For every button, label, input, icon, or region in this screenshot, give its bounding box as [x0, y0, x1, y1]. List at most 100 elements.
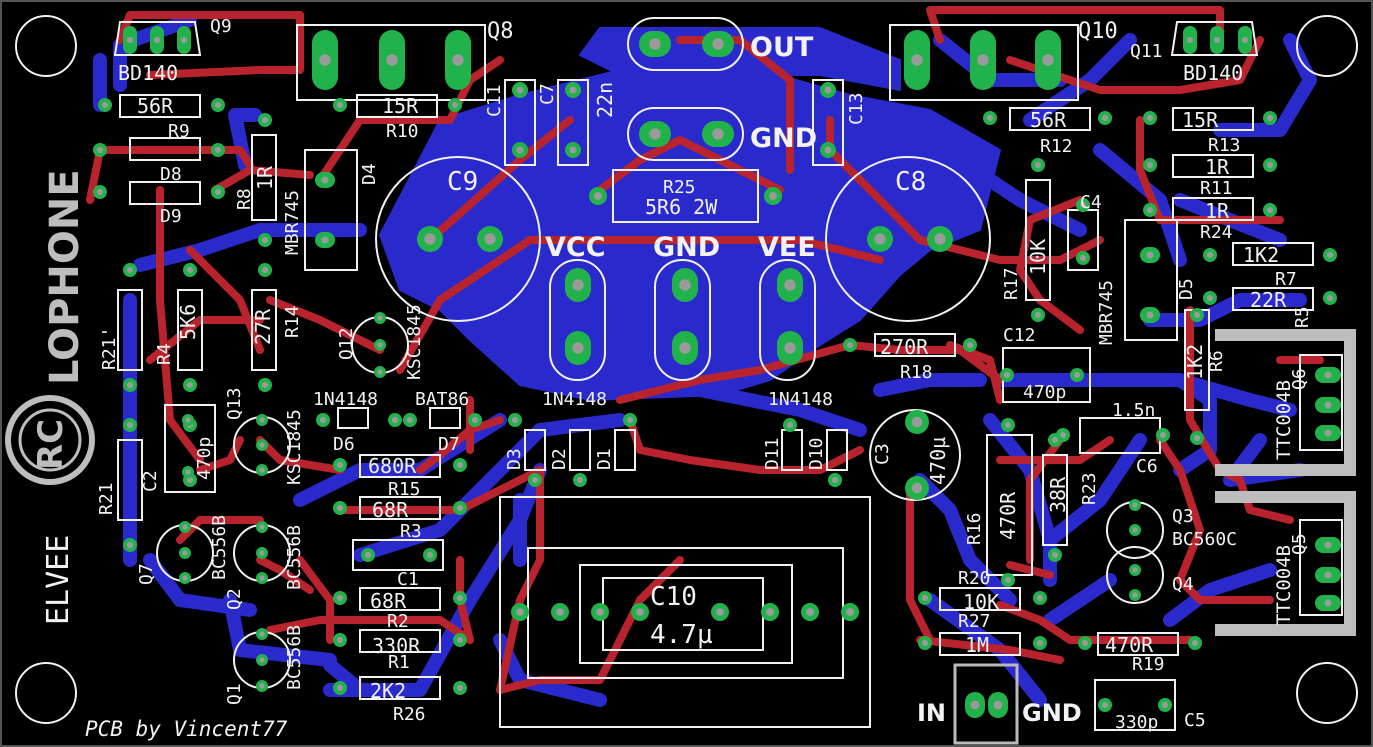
component-ref-label: D11 — [762, 437, 783, 470]
drill-hole — [319, 416, 327, 424]
mounting-holes — [15, 15, 1358, 724]
drill-hole — [1036, 639, 1044, 647]
drill-hole — [572, 342, 584, 354]
component-value-label: BC560C — [1172, 529, 1237, 550]
drill-hole — [1081, 639, 1089, 647]
drill-hole — [391, 416, 399, 424]
drill-hole — [1241, 36, 1249, 44]
component-ref-label: C9 — [447, 167, 478, 197]
drill-hole — [101, 101, 109, 109]
drill-hole — [1146, 311, 1154, 319]
component-value-label: MBR745 — [1096, 280, 1117, 345]
gnd-terminal-label: GND — [750, 123, 817, 154]
component-value-label: 5R6 2W — [645, 195, 718, 219]
drill-hole — [182, 524, 188, 530]
drill-hole — [1324, 371, 1332, 379]
component-ref-label: R20 — [958, 568, 991, 589]
drill-hole — [186, 476, 194, 484]
drill-hole — [569, 146, 577, 154]
drill-hole — [259, 467, 265, 473]
pad-layer — [93, 26, 1341, 718]
drill-hole — [911, 54, 923, 66]
drill-hole — [636, 608, 644, 616]
drill-hole — [1101, 114, 1109, 122]
drill-hole — [1051, 551, 1059, 559]
drill-hole — [679, 279, 691, 291]
component-value-label: 1K2 — [1243, 243, 1279, 267]
component-ref-label: R7 — [1275, 269, 1297, 290]
drill-hole — [1266, 114, 1274, 122]
drill-hole — [1213, 36, 1221, 44]
drill-hole — [649, 38, 661, 50]
component-ref-label: R2 — [387, 611, 409, 632]
drill-hole — [377, 369, 383, 375]
component-ref-label: C10 — [650, 582, 697, 612]
drill-hole — [1036, 594, 1044, 602]
component-value-label: KSC1845 — [404, 304, 425, 380]
drill-hole — [336, 101, 344, 109]
drill-hole — [364, 551, 372, 559]
drill-hole — [214, 101, 222, 109]
component-value-label: 1.5n — [1112, 400, 1155, 421]
drill-hole — [406, 416, 414, 424]
component-value-label: 330p — [1115, 712, 1158, 733]
drill-hole — [126, 381, 134, 389]
component-value-label: 68R — [372, 498, 409, 522]
component-ref-label: R24 — [1200, 222, 1233, 243]
drill-hole — [1079, 201, 1087, 209]
drill-hole — [594, 192, 602, 200]
component-value-label: 1N4148 — [313, 389, 378, 410]
drill-hole — [1324, 599, 1332, 607]
drill-hole — [336, 636, 344, 644]
component-ref-label: C4 — [1080, 192, 1102, 213]
drill-hole — [456, 594, 464, 602]
drill-hole — [259, 417, 265, 423]
drill-hole — [824, 146, 832, 154]
drill-hole — [1161, 701, 1169, 709]
drill-hole — [1132, 527, 1138, 533]
component-ref-label: Q1 — [224, 683, 245, 705]
component-value-label: 56R — [1030, 108, 1067, 132]
component-ref-label: D1 — [594, 448, 615, 470]
component-value-label: 27R — [251, 308, 275, 345]
component-ref-label: R13 — [1208, 135, 1241, 156]
drill-hole — [1051, 436, 1059, 444]
drill-hole — [185, 469, 191, 475]
drill-hole — [1324, 429, 1332, 437]
component-value-label: 56R — [137, 94, 174, 118]
drill-hole — [993, 700, 1003, 710]
component-value-label: MBR745 — [282, 190, 303, 255]
component-ref-label: D4 — [359, 163, 380, 185]
drill-hole — [934, 233, 946, 245]
drill-hole — [1159, 431, 1167, 439]
component-value-label: 470p — [194, 437, 215, 480]
credit-label: PCB by Vincent77 — [85, 717, 288, 741]
component-ref-label: R26 — [393, 704, 426, 725]
component-ref-label: D9 — [160, 206, 182, 227]
drill-hole — [1193, 311, 1201, 319]
component-ref-label: Q9 — [210, 16, 232, 37]
drill-hole — [214, 146, 222, 154]
component-value-label: 5K6 — [176, 304, 200, 340]
drill-hole — [784, 342, 796, 354]
component-value-label: 1N4148 — [542, 389, 607, 410]
drill-hole — [531, 476, 539, 484]
drill-hole — [261, 236, 269, 244]
drill-hole — [1059, 431, 1067, 439]
silkscreen-layer — [15, 15, 1358, 745]
component-ref-label: Q2 — [224, 588, 245, 610]
drill-hole — [259, 683, 265, 689]
drill-hole — [1034, 161, 1042, 169]
component-value-label: 1M — [965, 633, 989, 657]
component-ref-label: Q3 — [1172, 506, 1194, 527]
component-ref-label: C2 — [140, 470, 161, 492]
drill-hole — [712, 128, 724, 140]
drill-hole — [1191, 639, 1199, 647]
drill-hole — [1266, 161, 1274, 169]
component-ref-label: Q11 — [1130, 41, 1163, 62]
component-ref-label: R16 — [964, 512, 985, 545]
component-value-label: BC556B — [284, 525, 305, 590]
drill-hole — [1193, 434, 1201, 442]
drill-hole — [596, 608, 604, 616]
